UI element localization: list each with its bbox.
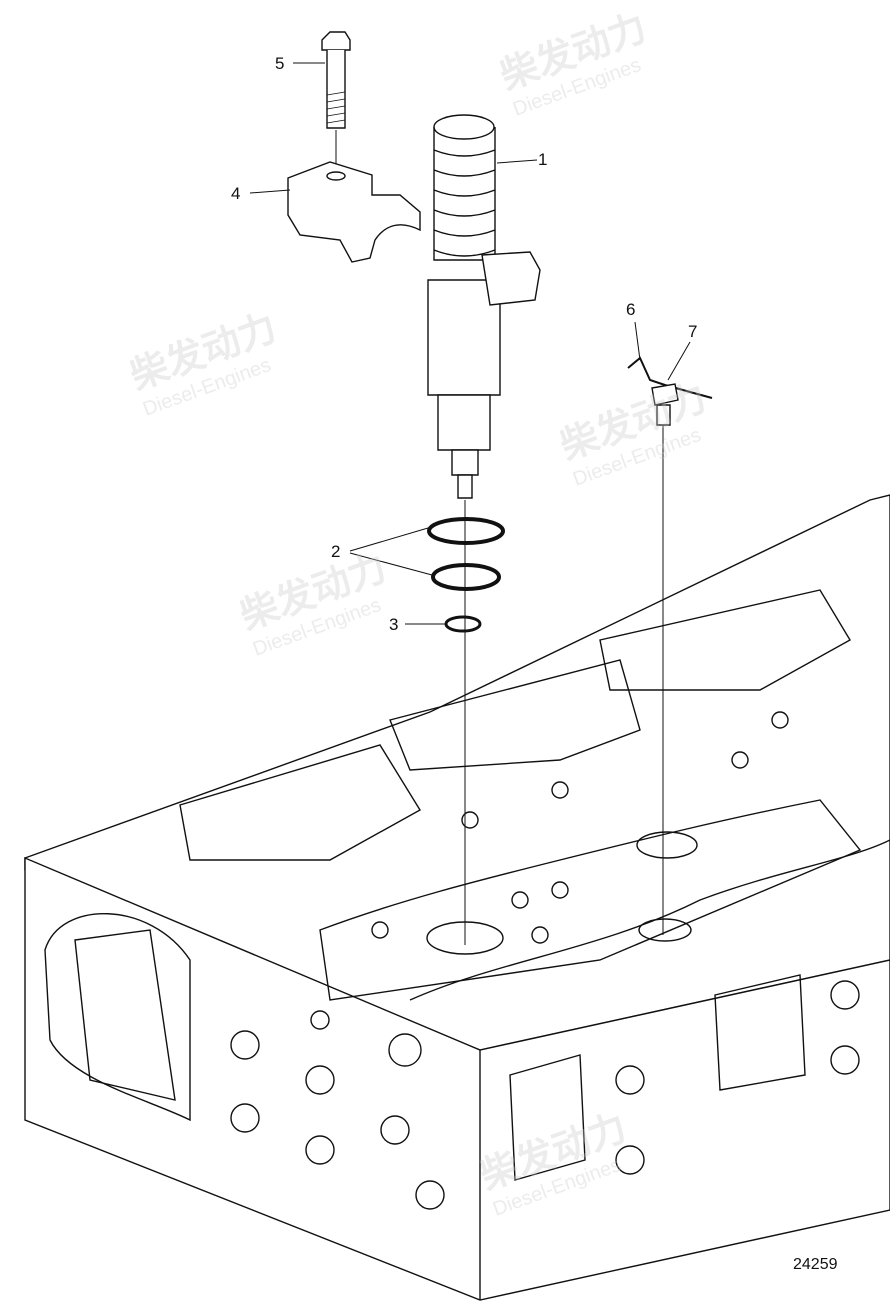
cylinder-head xyxy=(24,494,890,1301)
bolt xyxy=(321,31,351,129)
injector xyxy=(427,114,541,499)
leader-lines xyxy=(249,62,691,625)
o-rings xyxy=(427,517,505,591)
callout-4: 4 xyxy=(231,184,241,203)
callout-5: 5 xyxy=(275,54,285,73)
callout-3: 3 xyxy=(389,615,399,634)
callout-7: 7 xyxy=(688,322,698,341)
figure-number: 24259 xyxy=(793,1256,838,1273)
callout-1: 1 xyxy=(538,150,548,169)
clamp-bracket xyxy=(287,161,421,263)
callout-2: 2 xyxy=(331,542,341,561)
bolt-holes xyxy=(230,711,860,1210)
copper-washer xyxy=(444,615,482,633)
sensor xyxy=(627,356,713,426)
callout-6: 6 xyxy=(626,300,636,319)
